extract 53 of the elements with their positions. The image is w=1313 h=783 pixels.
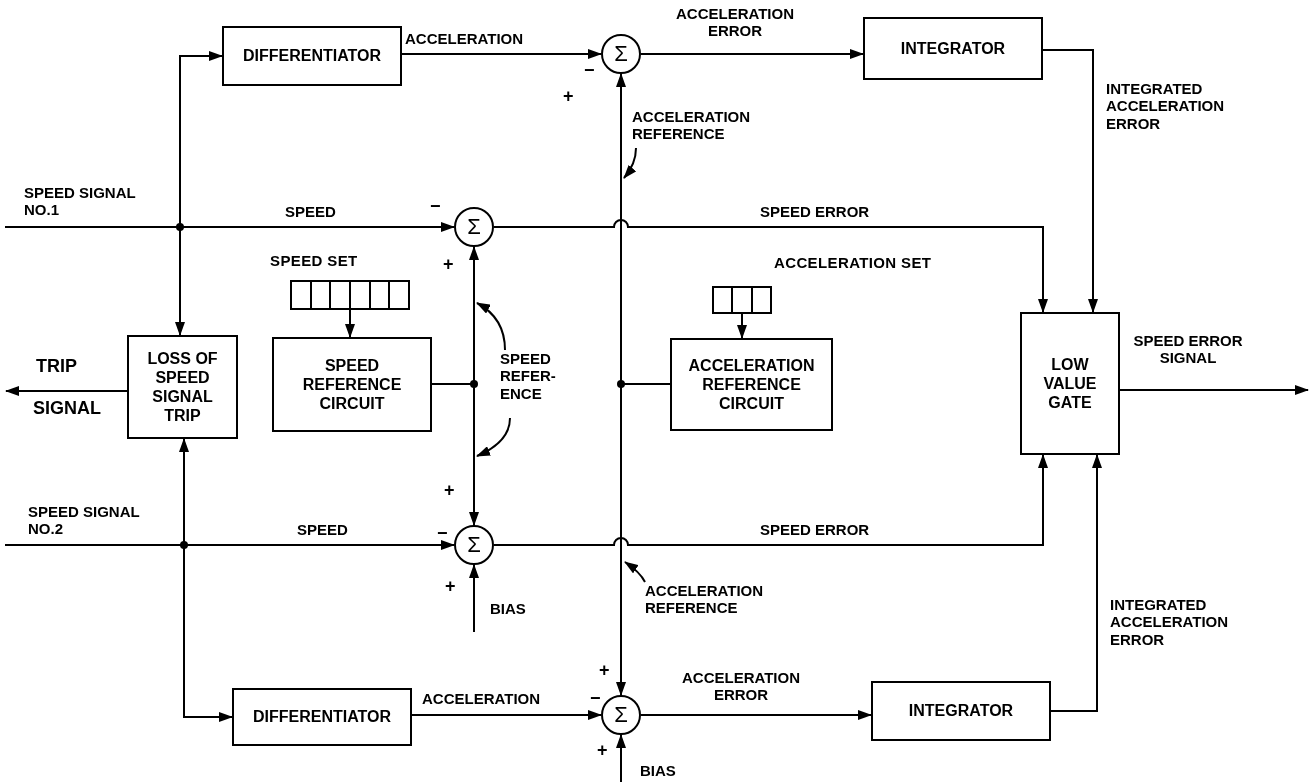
- leader-label: SPEED REFER- ENCE: [500, 350, 578, 418]
- sign-label: −: [430, 196, 441, 217]
- summing-junction: Σ: [454, 525, 494, 565]
- sign-label: −: [437, 523, 448, 544]
- arrow: [493, 454, 1048, 546]
- leader-line: [623, 147, 637, 179]
- leader-label: ACCELERATION REFERENCE: [645, 582, 773, 622]
- sign-label: −: [590, 688, 601, 709]
- arrow: [469, 564, 479, 633]
- signal-label: SPEED SIGNAL NO.1: [24, 184, 137, 219]
- process-box: DIFFERENTIATOR: [232, 688, 412, 746]
- sign-label: +: [599, 660, 610, 681]
- summing-junction: Σ: [601, 34, 641, 74]
- leader-line: [476, 302, 506, 351]
- register-label: ACCELERATION SET: [774, 254, 932, 272]
- process-box: DIFFERENTIATOR: [222, 26, 402, 86]
- sign-label: +: [444, 480, 455, 501]
- leader-line: [624, 561, 646, 583]
- sign-label: TRIP: [36, 356, 77, 377]
- process-box: INTEGRATOR: [871, 681, 1051, 741]
- arrow: [4, 544, 233, 722]
- arrow: [401, 49, 602, 59]
- arrow: [616, 383, 671, 696]
- arrow: [1042, 49, 1098, 313]
- summing-junction: Σ: [601, 695, 641, 735]
- arrow: [616, 734, 626, 783]
- leader-line: [476, 417, 511, 457]
- summing-junction: Σ: [454, 207, 494, 247]
- arrow: [345, 309, 355, 338]
- arrow: [1050, 454, 1102, 712]
- arrow: [493, 219, 1048, 313]
- arrow: [5, 386, 128, 396]
- process-box: LOSS OF SPEED SIGNAL TRIP: [127, 335, 238, 439]
- sign-label: SIGNAL: [33, 398, 101, 419]
- sign-label: +: [563, 86, 574, 107]
- sign-label: +: [597, 740, 608, 761]
- sign-label: +: [445, 576, 456, 597]
- process-box: ACCELERATION REFERENCE CIRCUIT: [670, 338, 833, 431]
- arrow: [1119, 385, 1309, 395]
- leader-label: ACCELERATION REFERENCE: [632, 108, 760, 148]
- process-box: INTEGRATOR: [863, 17, 1043, 80]
- sign-label: −: [584, 60, 595, 81]
- arrow: [640, 710, 872, 720]
- register-label: SPEED SET: [270, 252, 358, 270]
- arrow: [737, 313, 747, 339]
- sign-label: +: [443, 254, 454, 275]
- arrow: [640, 49, 864, 59]
- process-box: LOW VALUE GATE: [1020, 312, 1120, 455]
- process-box: SPEED REFERENCE CIRCUIT: [272, 337, 432, 432]
- arrow: [411, 710, 602, 720]
- arrow: [431, 383, 479, 526]
- signal-label: SPEED SIGNAL NO.2: [28, 503, 141, 538]
- arrow: [4, 226, 185, 336]
